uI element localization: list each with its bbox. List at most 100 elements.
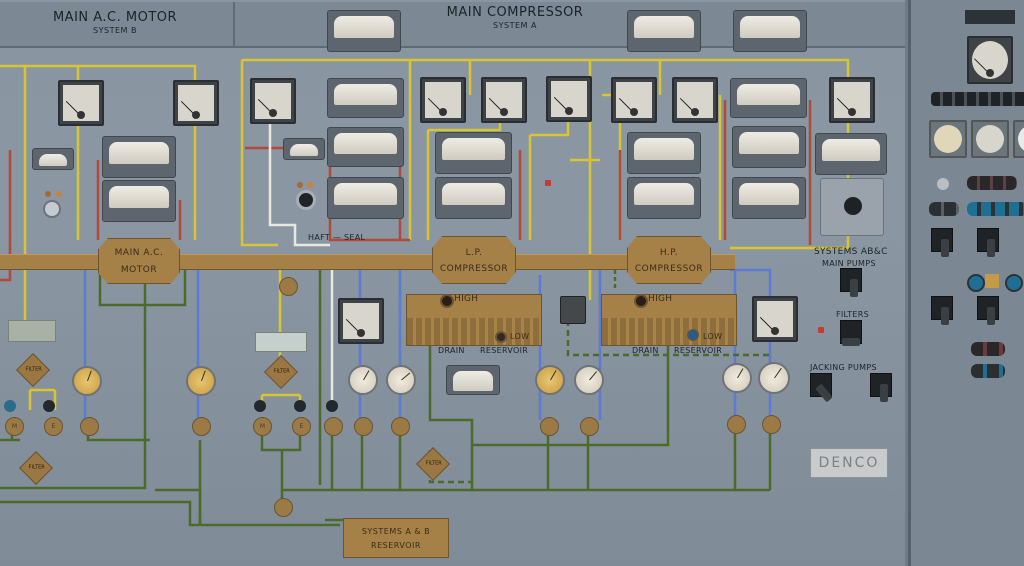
filters-switch[interactable] (840, 320, 862, 346)
horizontal-meter (815, 133, 887, 175)
jacking-pumps-label: JACKING PUMPS (810, 363, 877, 372)
jacking-pump-switch-2[interactable] (870, 373, 892, 402)
pressure-gauge (722, 363, 752, 393)
indicator-lamp (297, 182, 303, 188)
selector-knob[interactable] (844, 197, 862, 215)
filters-label: FILTERS (836, 310, 869, 319)
button-row[interactable] (929, 202, 959, 216)
high-level-lamp (440, 294, 454, 308)
valve[interactable] (540, 417, 559, 436)
aux-label-plate (965, 10, 1015, 24)
aux-switch[interactable] (931, 296, 953, 325)
aux-switch[interactable] (931, 228, 953, 257)
high-level-lamp (634, 294, 648, 308)
selector-knob[interactable] (296, 190, 316, 210)
unit-label: H.P. COMPRESSOR (634, 248, 704, 274)
pressure-gauge (386, 365, 416, 395)
valve[interactable]: E (44, 417, 63, 436)
pressure-gauge (348, 365, 378, 395)
square-meter (173, 80, 219, 126)
aux-switch[interactable] (977, 228, 999, 257)
pressure-gauge (186, 366, 216, 396)
valve[interactable]: M (5, 417, 24, 436)
valve[interactable] (580, 417, 599, 436)
selector-knob[interactable] (43, 200, 61, 218)
drain-label: DRAIN (632, 346, 659, 355)
indicator-lamp (45, 191, 51, 197)
title-sub: SYSTEM B (93, 26, 137, 35)
valve[interactable]: E (292, 417, 311, 436)
aux-switch[interactable] (977, 296, 999, 325)
aux-gauge (971, 120, 1009, 158)
main-pumps-switch[interactable] (840, 268, 862, 297)
square-meter (752, 296, 798, 342)
hp-reservoir (601, 294, 737, 346)
pressure-switch[interactable] (560, 296, 586, 324)
aux-knob-blue[interactable] (967, 274, 985, 292)
aux-toggle[interactable] (937, 178, 949, 190)
lp-compressor-unit: L.P. COMPRESSOR (432, 236, 516, 284)
horizontal-meter (435, 177, 512, 219)
horizontal-meter (627, 132, 701, 174)
line-green (155, 488, 202, 525)
pressure-gauge (535, 365, 565, 395)
low-label: LOW (703, 332, 723, 341)
horizontal-meter (627, 177, 701, 219)
small-meter (32, 148, 74, 170)
low-level-lamp (495, 331, 507, 343)
button-row-blue[interactable] (967, 202, 1024, 216)
valve[interactable] (391, 417, 410, 436)
drive-shaft (0, 254, 735, 270)
button-row[interactable] (971, 342, 1005, 356)
button-row[interactable] (967, 176, 1017, 190)
left-panel-title: MAIN A.C. MOTOR SYSTEM B (40, 10, 190, 35)
low-label: LOW (510, 332, 530, 341)
unit-label: L.P. COMPRESSOR (439, 248, 509, 274)
level-indicator (446, 365, 500, 395)
valve[interactable] (279, 277, 298, 296)
horizontal-meter (102, 136, 176, 178)
valve[interactable] (324, 417, 343, 436)
square-meter (481, 77, 527, 123)
meter-header-1 (327, 10, 401, 52)
jacking-pump-switch-1[interactable] (810, 373, 833, 403)
horizontal-meter (327, 78, 404, 118)
line-blue (358, 266, 410, 420)
indicator-knob (254, 400, 266, 412)
button-row[interactable] (971, 364, 1005, 378)
square-meter (829, 77, 875, 123)
main-pumps-label: SYSTEMS AB&C (814, 247, 888, 257)
horizontal-meter (327, 127, 404, 167)
valve[interactable] (192, 417, 211, 436)
pressure-gauge (574, 365, 604, 395)
small-meter (283, 138, 325, 160)
horizontal-meter (732, 177, 806, 219)
aux-knob-blue[interactable] (1005, 274, 1023, 292)
indicator-knob (4, 400, 16, 412)
valve[interactable] (80, 417, 99, 436)
title-sub: SYSTEM A (493, 21, 537, 30)
valve[interactable] (274, 498, 293, 517)
switch-bank[interactable] (931, 92, 1024, 106)
drain-label: DRAIN (438, 346, 465, 355)
selector-panel (820, 178, 884, 236)
indicator-lamp (307, 182, 313, 188)
shaft-seal-label: HAFT — SEAL (308, 233, 366, 242)
square-meter (58, 80, 104, 126)
header-divider (233, 2, 235, 46)
valve[interactable] (762, 415, 781, 434)
indicator-lamp (56, 191, 62, 197)
line-green (0, 500, 340, 527)
indicator-lamp-red (818, 327, 824, 333)
info-plate (255, 332, 307, 352)
horizontal-meter (730, 78, 807, 118)
valve[interactable]: M (253, 417, 272, 436)
valve[interactable] (727, 415, 746, 434)
valve[interactable] (354, 417, 373, 436)
square-meter (611, 77, 657, 123)
title-main: MAIN A.C. MOTOR (52, 10, 178, 25)
line-red (0, 150, 12, 282)
meter-header-2 (627, 10, 701, 52)
pressure-gauge (72, 366, 102, 396)
line-green (0, 270, 147, 490)
